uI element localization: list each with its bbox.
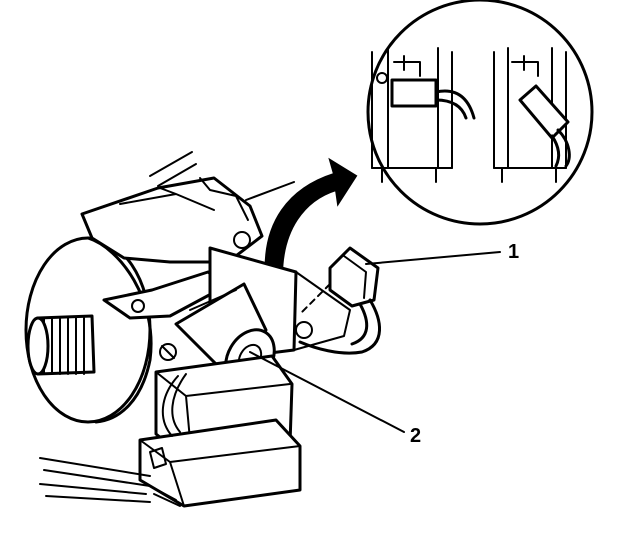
connector-component: [298, 246, 382, 355]
detail-pointer-arrow: [264, 157, 358, 280]
detail-view-removed: [493, 47, 571, 183]
detail-view-installed: [371, 47, 476, 183]
splined-shaft: [26, 314, 96, 376]
detail-inset: [366, 0, 594, 226]
steering-column-assembly: [24, 151, 382, 508]
callout-label-2: 2: [410, 425, 421, 447]
callout-leaders: [249, 251, 501, 433]
callout-label-1: 1: [508, 241, 519, 263]
